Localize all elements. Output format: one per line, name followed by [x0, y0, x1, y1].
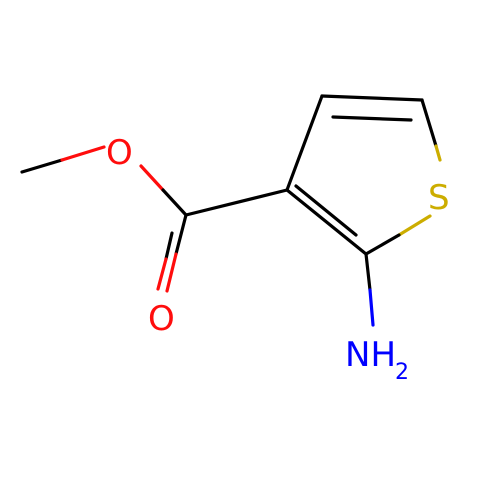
- atom-n-amine: NH: [345, 335, 396, 375]
- atom-n-hydrogen: H: [370, 335, 396, 375]
- bond-carbonyl-c-ring-c3: [184, 188, 289, 217]
- atom-n-h-count: 2: [395, 360, 409, 385]
- atom-n-symbol: N: [345, 335, 370, 375]
- bond-methyl-ether-o: [20, 158, 64, 174]
- bond-ring-c4-c5-inner: [331, 115, 413, 122]
- bond-ring-c5-s: [420, 98, 438, 148]
- bond-ring-s-c2-yellow: [397, 214, 432, 237]
- atom-s: S: [428, 178, 450, 218]
- bond-ether-o-carbonyl-c: [161, 188, 188, 217]
- bond-ring-c4-c5: [320, 94, 424, 102]
- atom-o-carbonyl: O: [148, 299, 175, 339]
- bond-ether-o-carbonyl-c-red: [139, 164, 165, 192]
- bond-ring-c3-c4: [285, 94, 324, 192]
- bond-c2-amine: [364, 252, 372, 292]
- bond-ring-s-c2: [364, 233, 401, 256]
- bond-carbonyl-double-1-red: [165, 252, 178, 293]
- bond-carbonyl-double-2: [164, 231, 174, 261]
- bond-carbonyl-double-2-red: [156, 257, 168, 291]
- atom-o-ether: O: [106, 133, 133, 173]
- bond-ring-c2-c3: [285, 188, 368, 256]
- bond-c2-amine-blue: [368, 288, 375, 327]
- bond-methyl-ether-o-red: [60, 145, 106, 162]
- bond-ring-c5-s-yellow: [434, 144, 442, 162]
- bond-carbonyl-double-1: [174, 213, 188, 256]
- bond-ring-c2-c3-inner: [294, 184, 358, 237]
